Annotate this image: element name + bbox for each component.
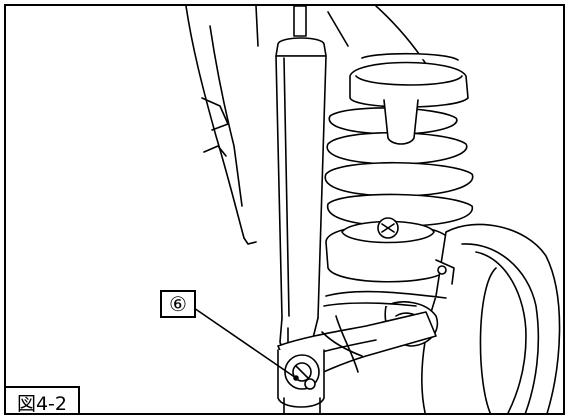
body-panel-line [203, 145, 227, 157]
body-panel-line [327, 11, 349, 47]
callout-marker-6: ⑥ [160, 290, 196, 318]
callout-leader-tip [293, 375, 299, 381]
body-panel-line [243, 237, 257, 245]
suspension-drawing [185, 6, 561, 413]
body-panel-line [255, 6, 259, 47]
shock-rod [293, 6, 307, 37]
illustration-frame: ⑥ 図4-2 [4, 4, 565, 415]
figure-label: 図4-2 [6, 386, 80, 413]
shock-absorber-body [275, 37, 327, 349]
body-panel-line [201, 97, 229, 131]
knuckle-assembly [384, 223, 561, 413]
lower-mount-bolt [277, 349, 325, 413]
upper-mount [349, 52, 469, 145]
callout-leader [193, 307, 297, 379]
wire-line [335, 315, 359, 373]
wire-line [321, 331, 363, 357]
body-panel-line [209, 25, 243, 207]
lower-spring-seat [325, 217, 451, 283]
body-panel-line [185, 6, 245, 239]
